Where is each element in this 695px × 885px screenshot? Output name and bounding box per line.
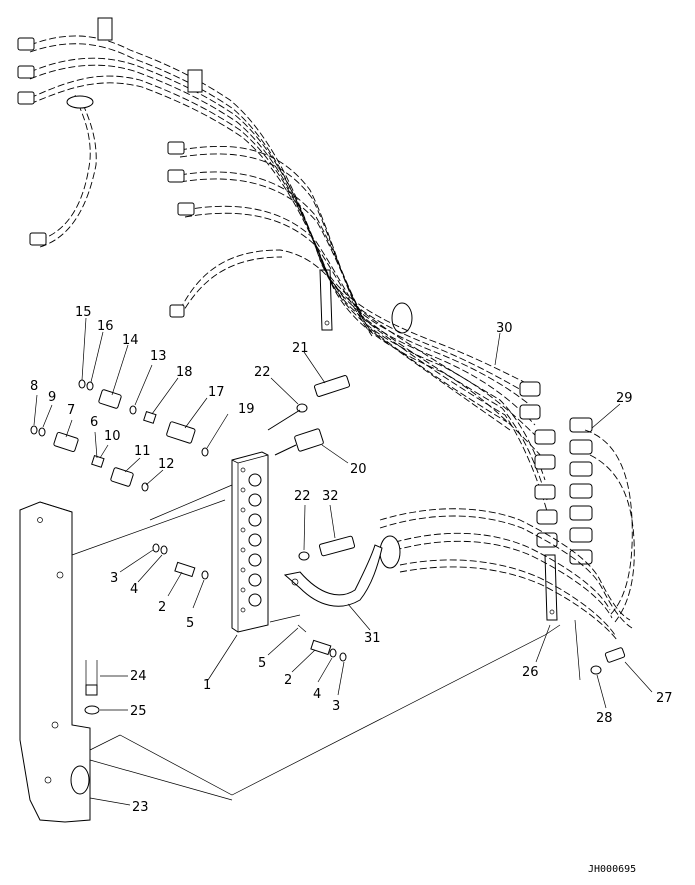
hose-end-fittings-upper-left xyxy=(17,17,203,246)
callout-19: 19 xyxy=(238,402,255,417)
hose-clamp-upper xyxy=(319,269,413,334)
hose-clamp-26 xyxy=(544,554,558,621)
callout-14: 14 xyxy=(122,333,139,348)
callout-20: 20 xyxy=(350,462,367,477)
callout-11: 11 xyxy=(134,444,151,459)
frame-outline xyxy=(71,484,581,801)
leader-lines xyxy=(33,317,653,806)
callout-8: 8 xyxy=(30,379,38,394)
callout-2: 2 xyxy=(284,673,292,688)
callout-10: 10 xyxy=(104,429,121,444)
bolt-washer-24-25 xyxy=(84,660,100,715)
lower-fittings xyxy=(152,543,347,662)
callout-31: 31 xyxy=(364,631,381,646)
hose-end-fittings-middle xyxy=(167,141,195,318)
callout-3: 3 xyxy=(332,699,340,714)
callout-22: 22 xyxy=(294,489,311,504)
callout-15: 15 xyxy=(75,305,92,320)
callout-16: 16 xyxy=(97,319,114,334)
callout-3: 3 xyxy=(110,571,118,586)
drawing-code: JH000695 xyxy=(588,864,636,875)
callout-25: 25 xyxy=(130,704,147,719)
callout-18: 18 xyxy=(176,365,193,380)
bolt-washer-27-28 xyxy=(590,647,626,675)
callout-22: 22 xyxy=(254,365,271,380)
callout-30: 30 xyxy=(496,321,513,336)
callout-4: 4 xyxy=(313,687,321,702)
callout-1: 1 xyxy=(203,678,211,693)
callout-7: 7 xyxy=(67,403,75,418)
callout-23: 23 xyxy=(132,800,149,815)
callout-12: 12 xyxy=(158,457,175,472)
callout-27: 27 xyxy=(656,691,673,706)
callout-2: 2 xyxy=(158,600,166,615)
callout-labels: 1 2 2 3 3 4 4 5 5 6 7 8 9 10 11 12 13 14… xyxy=(30,305,673,815)
hose-ends-29 xyxy=(569,417,593,565)
manifold-block xyxy=(231,451,269,633)
mounting-bracket xyxy=(19,501,91,823)
callout-21: 21 xyxy=(292,341,309,356)
callout-17: 17 xyxy=(208,385,225,400)
callout-6: 6 xyxy=(90,415,98,430)
callout-28: 28 xyxy=(596,711,613,726)
callout-4: 4 xyxy=(130,582,138,597)
callout-29: 29 xyxy=(616,391,633,406)
upper-hose-harness xyxy=(29,35,549,516)
callout-24: 24 xyxy=(130,669,147,684)
callout-5: 5 xyxy=(258,656,266,671)
callout-5: 5 xyxy=(186,616,194,631)
callout-32: 32 xyxy=(322,489,339,504)
hose-ends-30 xyxy=(519,381,558,548)
callout-9: 9 xyxy=(48,390,56,405)
callout-13: 13 xyxy=(150,349,167,364)
bracket-31 xyxy=(283,535,383,607)
callout-26: 26 xyxy=(522,665,539,680)
lower-hose-harness xyxy=(379,429,635,641)
fittings-cluster xyxy=(30,375,351,492)
